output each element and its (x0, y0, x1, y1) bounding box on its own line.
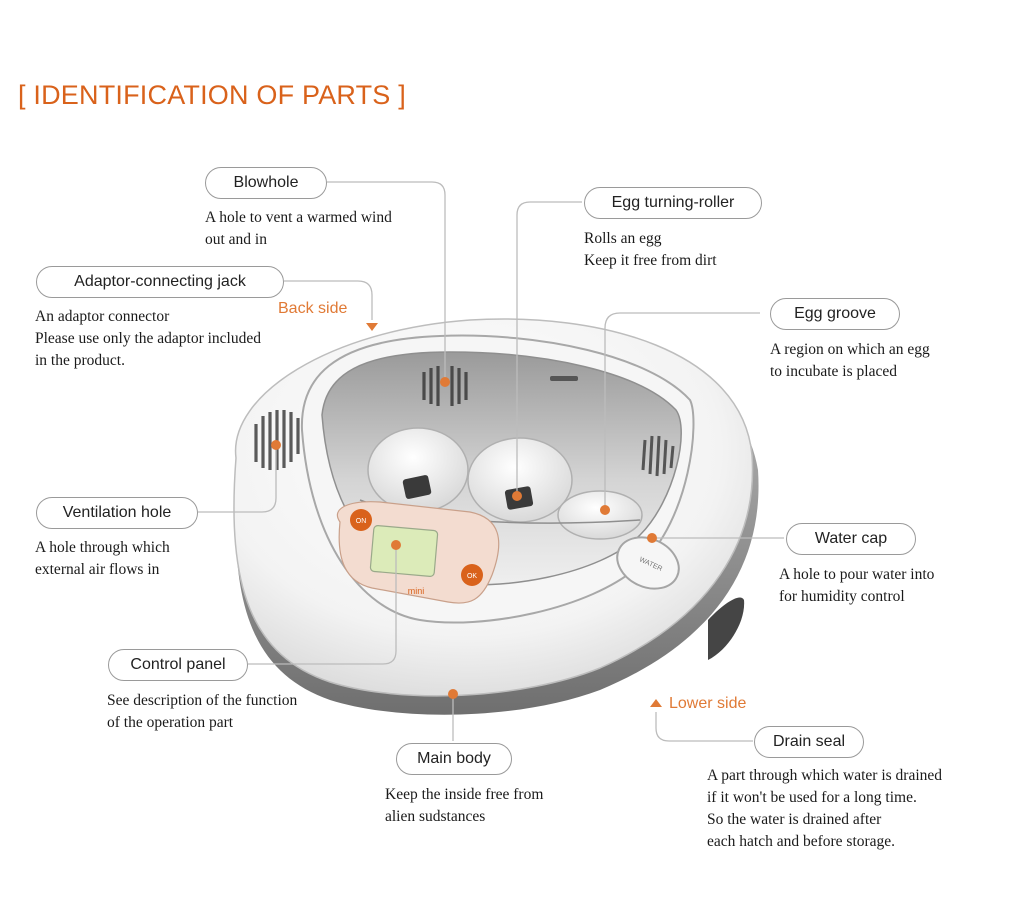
lcd-screen (369, 525, 439, 577)
label-control-panel: Control panel (108, 649, 248, 681)
egg-groove-left (367, 427, 469, 513)
blowhole-vents (422, 366, 468, 406)
label-back-side: Back side (278, 300, 348, 317)
roller-left (402, 475, 432, 499)
label-water-cap: Water cap (786, 523, 916, 555)
back-slot (550, 376, 578, 381)
egg-groove-right (557, 490, 643, 540)
leader-lines (198, 181, 784, 742)
page-title: [ IDENTIFICATION OF PARTS ] (18, 80, 406, 110)
panel-right-button (461, 564, 483, 586)
part-markers (271, 377, 657, 699)
panel-left-button (350, 509, 372, 531)
label-main-body: Main body (396, 743, 512, 775)
water-cap (616, 536, 680, 590)
label-adaptor-connecting-jack: Adaptor-connecting jack (36, 266, 284, 298)
panel-left-button-text: ON (356, 518, 367, 525)
label-ventilation-hole: Ventilation hole (36, 497, 198, 529)
label-drain-seal: Drain seal (754, 726, 864, 758)
right-vents (641, 435, 675, 477)
panel-right-button-text: OK (467, 573, 477, 580)
egg-groove-center (467, 437, 573, 523)
drain-seal (708, 597, 745, 660)
lower-side-arrow (650, 699, 662, 707)
label-egg-turning-roller: Egg turning-roller (584, 187, 762, 219)
label-blowhole: Blowhole (205, 167, 327, 199)
ventilation-hole (254, 410, 300, 470)
label-lower-side: Lower side (669, 695, 747, 712)
panel-brand-text: mini (408, 586, 425, 596)
back-side-arrow (366, 323, 378, 331)
label-egg-groove: Egg groove (770, 298, 900, 330)
